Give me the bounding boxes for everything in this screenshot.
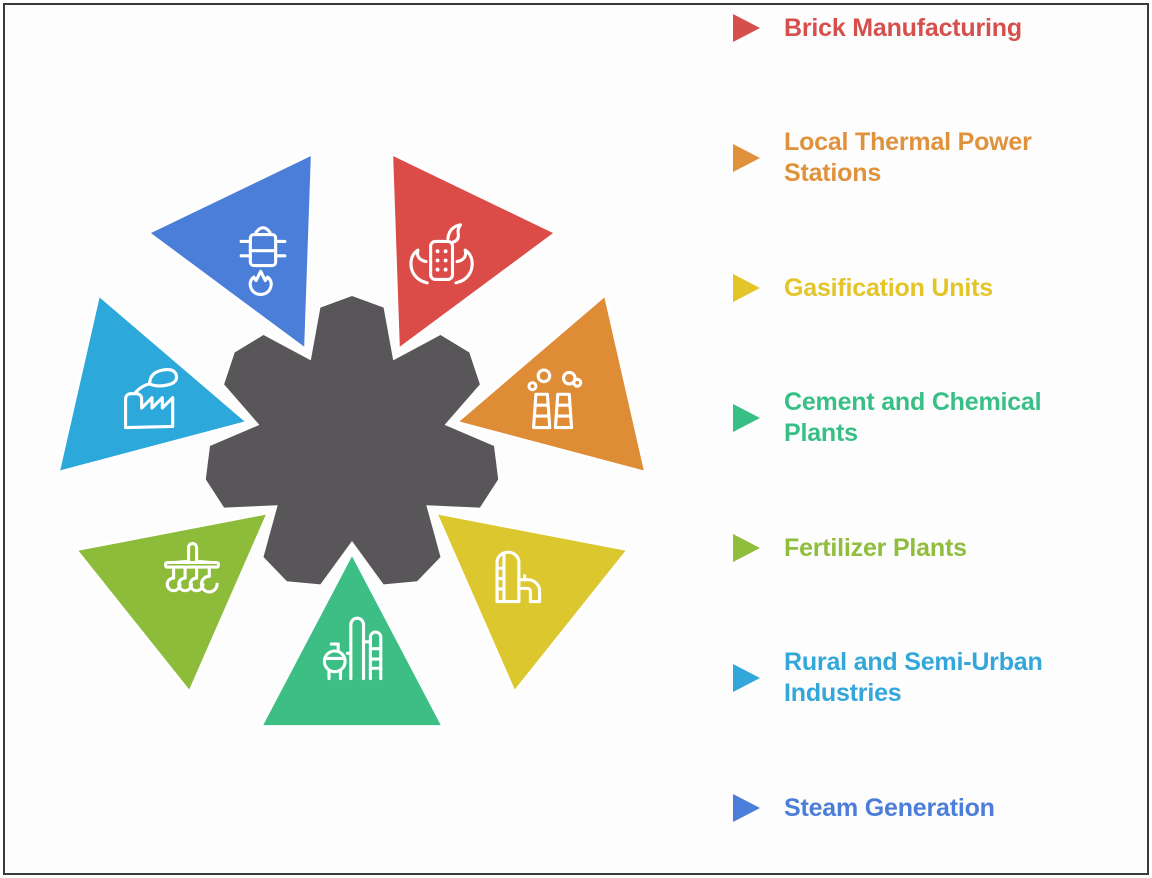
legend-label: Local Thermal Power Stations xyxy=(784,128,1032,187)
plow-cultivator-icon xyxy=(163,542,221,594)
legend-arrow-icon xyxy=(733,14,760,42)
legend-arrow-icon xyxy=(733,274,760,302)
legend-item-rural-and-semi-urban-industries: Rural and Semi-Urban Industries xyxy=(733,613,1105,743)
legend-item-cement-and-chemical-plants: Cement and Chemical Plants xyxy=(733,353,1105,483)
burning-brick-icon xyxy=(409,223,474,285)
chemical-plant-icon xyxy=(322,616,383,681)
segment-brick-manufacturing xyxy=(390,152,558,352)
gasifier-silo-icon xyxy=(495,550,542,604)
legend-label: Fertilizer Plants xyxy=(784,533,967,562)
center-gear-shape xyxy=(205,296,499,585)
legend-item-fertilizer-plants: Fertilizer Plants xyxy=(733,483,1105,613)
segment-fertilizer-plants xyxy=(74,511,270,694)
legend-label: Gasification Units xyxy=(784,273,993,302)
legend-label: Rural and Semi-Urban Industries xyxy=(784,648,1043,707)
legend-item-brick-manufacturing: Brick Manufacturing xyxy=(733,0,1105,93)
steam-pot-icon xyxy=(239,226,287,296)
legend-item-local-thermal-power-stations: Local Thermal Power Stations xyxy=(733,93,1105,223)
legend-label: Cement and Chemical Plants xyxy=(784,388,1042,447)
legend-arrow-icon xyxy=(733,664,760,692)
legend-label: Steam Generation xyxy=(784,793,995,822)
segment-local-thermal-power-stations xyxy=(454,293,648,474)
segment-wheel-diagram xyxy=(56,152,648,729)
legend-arrow-icon xyxy=(733,534,760,562)
eco-factory-icon xyxy=(123,367,179,430)
legend-arrow-icon xyxy=(733,144,760,172)
legend-label: Brick Manufacturing xyxy=(784,13,1022,42)
segment-steam-generation xyxy=(146,152,314,352)
legend-item-steam-generation: Steam Generation xyxy=(733,743,1105,873)
legend-arrow-icon xyxy=(733,794,760,822)
smokestacks-icon xyxy=(527,368,583,430)
legend-arrow-icon xyxy=(733,404,760,432)
legend-item-gasification-units: Gasification Units xyxy=(733,223,1105,353)
